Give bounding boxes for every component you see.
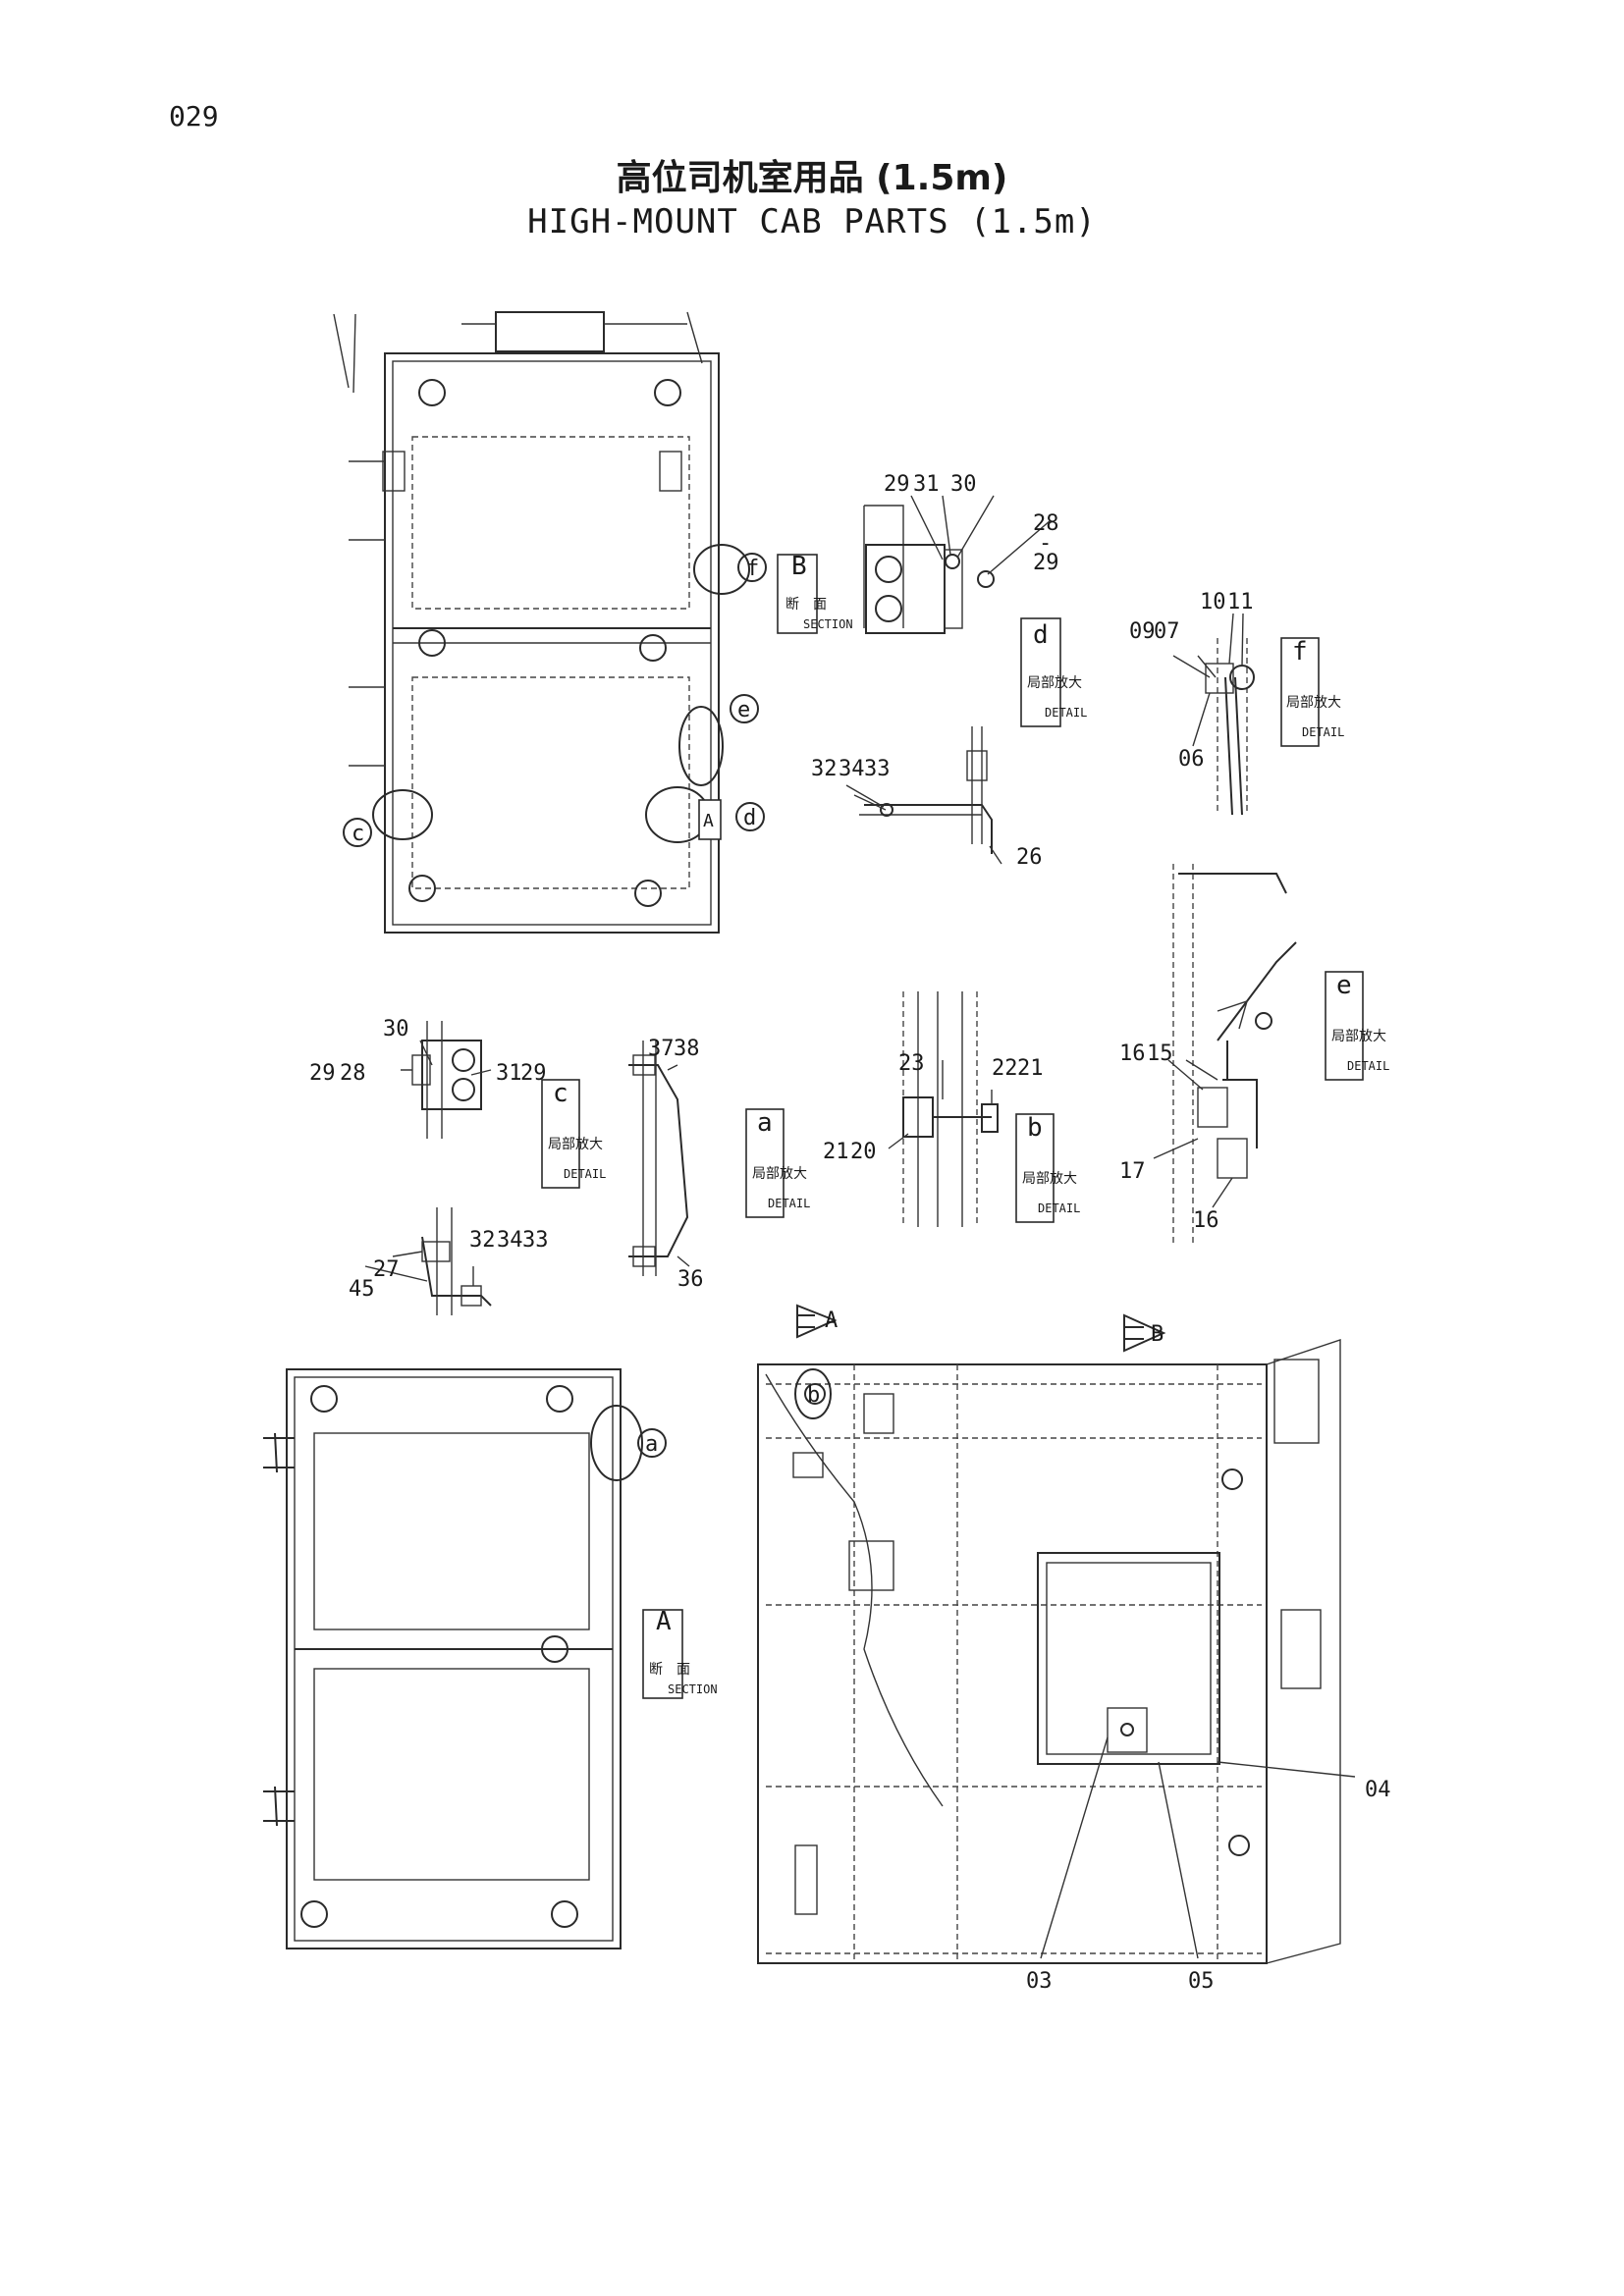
callout-d-30: 30 [950, 472, 977, 497]
section-arrow-b: B [1123, 1313, 1166, 1353]
top-plan-view: c f e d A [333, 311, 767, 934]
detail-a-letter: a [757, 1108, 773, 1138]
detail-a-cn: 局部放大 [752, 1166, 807, 1182]
callout-b-21: 21 [1017, 1056, 1044, 1081]
detail-f-en: DETAIL [1302, 725, 1344, 739]
callout-b-21b: 21 [823, 1140, 849, 1164]
callout-e2-26: 26 [1016, 845, 1043, 870]
callout-e-15: 15 [1147, 1041, 1173, 1066]
detail-e-en: DETAIL [1347, 1059, 1389, 1073]
label-det-d-circle: d [743, 806, 756, 830]
callout-c-28: 28 [340, 1061, 366, 1086]
callout-f-06: 06 [1178, 747, 1205, 772]
section-a-letter: A [656, 1607, 672, 1636]
callout-05: 05 [1188, 1969, 1215, 1994]
callout-d-29b: 29 [1033, 551, 1059, 575]
cab-main-view: b 04 03 05 [757, 1339, 1391, 1994]
callout-c2-32: 32 [469, 1228, 496, 1253]
label-det-a-circle: a [645, 1432, 658, 1457]
title-chinese: 高位司机室用品 (1.5m) [616, 158, 1008, 198]
detail-e-bracket: 32 34 33 26 [811, 726, 1043, 870]
label-det-f-circle: f [746, 557, 759, 581]
detail-c2: 45 27 32 34 33 [349, 1207, 549, 1315]
section-a-cn: 断 面 [649, 1662, 690, 1678]
callout-03: 03 [1026, 1969, 1053, 1994]
callout-f-09: 09 [1129, 619, 1156, 644]
label-sec-a-marker: A [703, 811, 714, 831]
detail-e: 16 15 17 16 局部放大 DETAIL e [1119, 864, 1389, 1247]
section-b-cn: 断 面 [785, 597, 827, 613]
callout-b-22: 22 [992, 1056, 1018, 1081]
arrow-a-letter: A [825, 1308, 838, 1333]
callout-04: 04 [1365, 1778, 1391, 1802]
label-det-c-circle: c [352, 822, 364, 846]
detail-b-en: DETAIL [1038, 1201, 1080, 1215]
callout-e2-32: 32 [811, 757, 838, 781]
section-a-en: SECTION [668, 1682, 718, 1696]
detail-a: 37 38 36 局部放大 DETAIL a [628, 1037, 810, 1292]
callout-a-38: 38 [674, 1037, 700, 1061]
detail-c-cn: 局部放大 [548, 1137, 603, 1152]
section-b-en: SECTION [803, 617, 853, 631]
label-det-e-circle: e [737, 698, 750, 722]
callout-e-16: 16 [1119, 1041, 1146, 1066]
callout-d-31: 31 [913, 472, 940, 497]
section-b-letter: B [791, 552, 807, 581]
callout-e-16b: 16 [1193, 1208, 1219, 1233]
callout-e-17: 17 [1119, 1159, 1146, 1184]
callout-e2-34: 34 [839, 757, 865, 781]
callout-c-29: 29 [309, 1061, 336, 1086]
section-a-view: a 断 面 SECTION A [263, 1368, 718, 1949]
callout-f-10: 10 [1200, 590, 1226, 614]
callout-c2-45: 45 [349, 1277, 375, 1302]
title-english: HIGH-MOUNT CAB PARTS (1.5m) [527, 202, 1097, 241]
detail-c-en: DETAIL [564, 1167, 606, 1181]
detail-f-cn: 局部放大 [1286, 695, 1341, 711]
detail-c: 29 28 30 31 29 局部放大 DETAIL c [309, 1017, 606, 1189]
detail-b-letter: b [1027, 1113, 1043, 1143]
callout-d-sep: - [1039, 531, 1052, 556]
page-number: 029 [169, 100, 219, 133]
callout-c2-33: 33 [522, 1228, 549, 1253]
section-b-label: 断 面 SECTION B [777, 552, 853, 634]
detail-c-letter: c [553, 1079, 568, 1108]
detail-d-en: DETAIL [1045, 706, 1087, 720]
detail-e-letter: e [1336, 971, 1352, 1000]
callout-d-28: 28 [1033, 511, 1059, 536]
arrow-b-letter: B [1151, 1322, 1164, 1347]
callout-c-30: 30 [383, 1017, 409, 1041]
callout-b-23: 23 [898, 1051, 925, 1076]
detail-d-cn: 局部放大 [1027, 675, 1082, 691]
callout-f-07: 07 [1154, 619, 1180, 644]
label-det-b-circle: b [807, 1383, 820, 1408]
detail-e-cn: 局部放大 [1331, 1029, 1386, 1044]
callout-c2-34: 34 [497, 1228, 523, 1253]
callout-f-11: 11 [1227, 590, 1254, 614]
detail-d-letter: d [1033, 620, 1049, 650]
callout-b-20: 20 [850, 1140, 877, 1164]
detail-f-letter: f [1292, 637, 1308, 667]
callout-c-31: 31 [496, 1061, 522, 1086]
detail-d: 29 31 30 28 - 29 局部放大 DETAIL d [863, 472, 1087, 727]
detail-b: 23 22 21 21 20 局部放大 DETAIL b [823, 991, 1080, 1227]
detail-a-en: DETAIL [768, 1197, 810, 1210]
detail-b-cn: 局部放大 [1022, 1171, 1077, 1187]
callout-a-36: 36 [677, 1267, 704, 1292]
detail-f: 09 07 10 11 06 局部放大 DETAIL f [1129, 590, 1344, 816]
callout-d-29: 29 [884, 472, 910, 497]
callout-a-37: 37 [648, 1037, 675, 1061]
section-arrow-a: A [796, 1304, 838, 1339]
callout-e2-33: 33 [864, 757, 891, 781]
callout-c2-27: 27 [373, 1257, 400, 1282]
